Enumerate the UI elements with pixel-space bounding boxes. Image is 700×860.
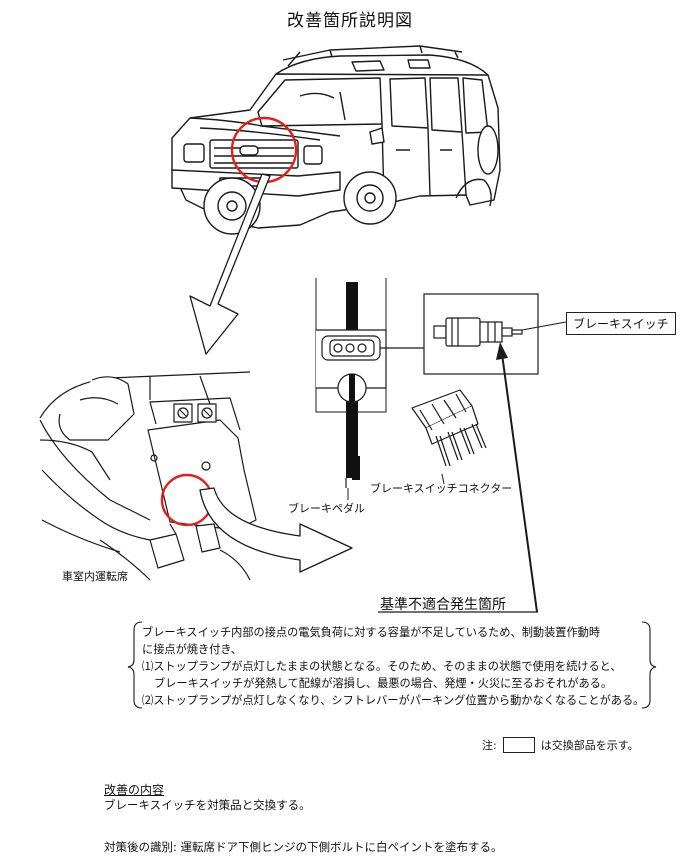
driver-interior-illustration — [39, 371, 257, 581]
brake-switch-connector-label: ブレーキスイッチコネクター — [370, 482, 513, 495]
description-line: ⑵ストップランプが点灯しなくなり、シフトレバーがパーキング位置から動かなくなるこ… — [142, 694, 645, 707]
zoom-arrow-vehicle — [189, 173, 271, 355]
improvement-body: ブレーキスイッチを対策品と交換する。 — [104, 798, 311, 812]
leader-connector — [441, 473, 445, 485]
description-line: ブレーキスイッチ内部の接点の電気負荷に対する容量が不足しているため、制動装置作動… — [142, 626, 601, 639]
replacement-part-swatch — [502, 737, 535, 753]
nonconformity-description: ブレーキスイッチ内部の接点の電気負荷に対する容量が不足しているため、制動装置作動… — [142, 624, 647, 709]
note-prefix: 注: — [482, 739, 497, 752]
page-title: 改善箇所説明図 — [287, 11, 413, 31]
vehicle-illustration — [171, 45, 501, 235]
identification-text: 対策後の識別: 運転席ドア下側ヒンジの下側ボルトに白ペイントを塗布する。 — [104, 840, 503, 854]
description-line: ⑴ストップランプが点灯したままの状態となる。そのため、そのままの状態で使用を続け… — [142, 660, 622, 673]
description-bracket — [127, 621, 657, 709]
driver-seat-label: 車室内運転席 — [62, 570, 128, 583]
brake-switch-label: ブレーキスイッチ — [566, 312, 676, 335]
nonconformity-heading: 基準不適合発生箇所 — [380, 597, 506, 613]
description-line: ブレーキスイッチが発熱して配線が溶損し、最悪の場合、発煙・火災に至るおそれがある… — [154, 677, 613, 690]
pedal-closeup — [315, 278, 426, 488]
improvement-heading: 改善の内容 — [104, 783, 165, 797]
brake-pedal-label: ブレーキペダル — [288, 502, 365, 515]
note-suffix: は交換部品を示す。 — [540, 739, 639, 752]
nonconformity-arrow — [496, 342, 538, 613]
description-line: に接点が焼き付き、 — [142, 643, 242, 656]
brake-switch-detail — [423, 293, 567, 375]
replacement-note: 注: は交換部品を示す。 — [482, 737, 639, 753]
connector-illustration — [411, 389, 487, 467]
zoom-arrow-interior — [199, 487, 353, 573]
